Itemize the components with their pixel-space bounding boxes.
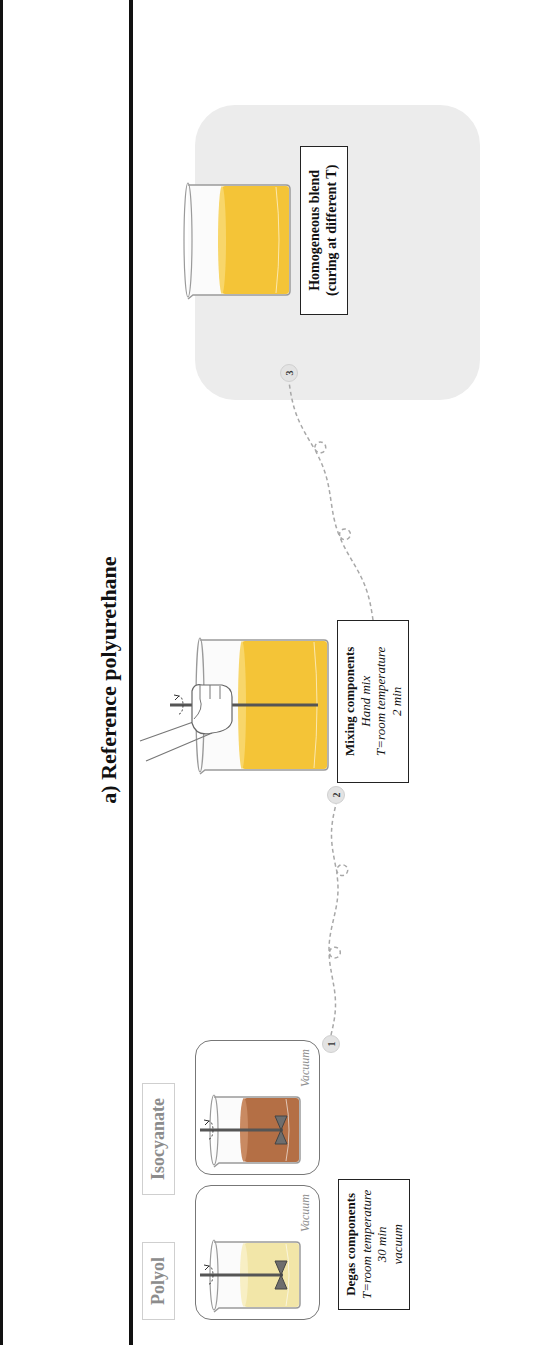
stirrer <box>200 1116 287 1144</box>
fist <box>192 685 232 734</box>
node-text: Hand mix <box>358 647 374 756</box>
node-text: 1 <box>326 1042 337 1047</box>
node-text: Polyol <box>148 1257 169 1305</box>
rotation-arrowhead <box>174 695 179 700</box>
dashed-connector <box>329 804 348 1035</box>
beaker-glass <box>188 185 290 299</box>
stirrer-rod <box>200 1274 283 1277</box>
stirrer-rod <box>200 1129 283 1132</box>
rotation-arrow <box>179 696 183 714</box>
node-text: Homogeneous blend <box>307 165 324 296</box>
component-label: Polyol <box>142 1242 175 1320</box>
dashed-connector <box>289 382 373 620</box>
impeller <box>275 1261 287 1289</box>
beakers <box>140 183 328 1312</box>
beaker-rim <box>184 183 192 297</box>
node-text: T=room temperature <box>359 1190 375 1299</box>
figure-title: a) Reference polyurethane <box>96 430 122 930</box>
step-box: Mixing componentsHand mixT=room temperat… <box>337 620 409 783</box>
fingers <box>194 685 220 719</box>
hand <box>140 685 232 761</box>
liquid <box>222 186 289 294</box>
title-rule <box>129 0 133 1345</box>
step-number: 1 <box>322 1035 340 1053</box>
node-text: (curing at different T) <box>324 165 341 296</box>
node-text: 2 min <box>389 647 405 756</box>
stirrer <box>200 1261 287 1289</box>
node-text: Vacuum <box>298 1049 313 1087</box>
rotation-arrow <box>209 1121 213 1139</box>
step-number: 3 <box>280 364 298 382</box>
step-box: Homogeneous blend(curing at different T) <box>300 146 348 315</box>
node-text: 30 min <box>374 1190 390 1299</box>
step-box: Degas componentsT=room temperature30 min… <box>338 1179 410 1310</box>
vacuum-chamber: Vacuum <box>195 1185 320 1320</box>
liquid-surface <box>218 186 226 294</box>
glass-highlight <box>286 1099 289 1161</box>
rotation-arrow <box>209 1266 213 1284</box>
rotation-arrowhead <box>204 1265 209 1270</box>
beaker <box>184 183 290 299</box>
node-text: 2 <box>331 793 342 798</box>
glass-highlight <box>276 187 279 293</box>
glass-highlight <box>286 1244 289 1306</box>
beaker-glass <box>214 1242 300 1312</box>
step-panel <box>195 105 480 400</box>
frame-line <box>0 0 3 1345</box>
node-text: Isocyanate <box>148 1098 169 1180</box>
beaker-glass <box>214 1097 300 1167</box>
node-text: 3 <box>284 371 295 376</box>
step-number: 2 <box>327 786 345 804</box>
rotation-arrowhead <box>204 1120 209 1125</box>
node-text: Mixing components <box>342 647 358 756</box>
node-text: T=room temperature <box>373 647 389 756</box>
impeller <box>275 1116 287 1144</box>
vacuum-chamber: Vacuum <box>195 1040 320 1175</box>
node-text: vacuum <box>390 1190 406 1299</box>
component-label: Isocyanate <box>142 1083 175 1195</box>
node-text: Vacuum <box>298 1194 313 1232</box>
node-text: Degas components <box>343 1190 359 1299</box>
